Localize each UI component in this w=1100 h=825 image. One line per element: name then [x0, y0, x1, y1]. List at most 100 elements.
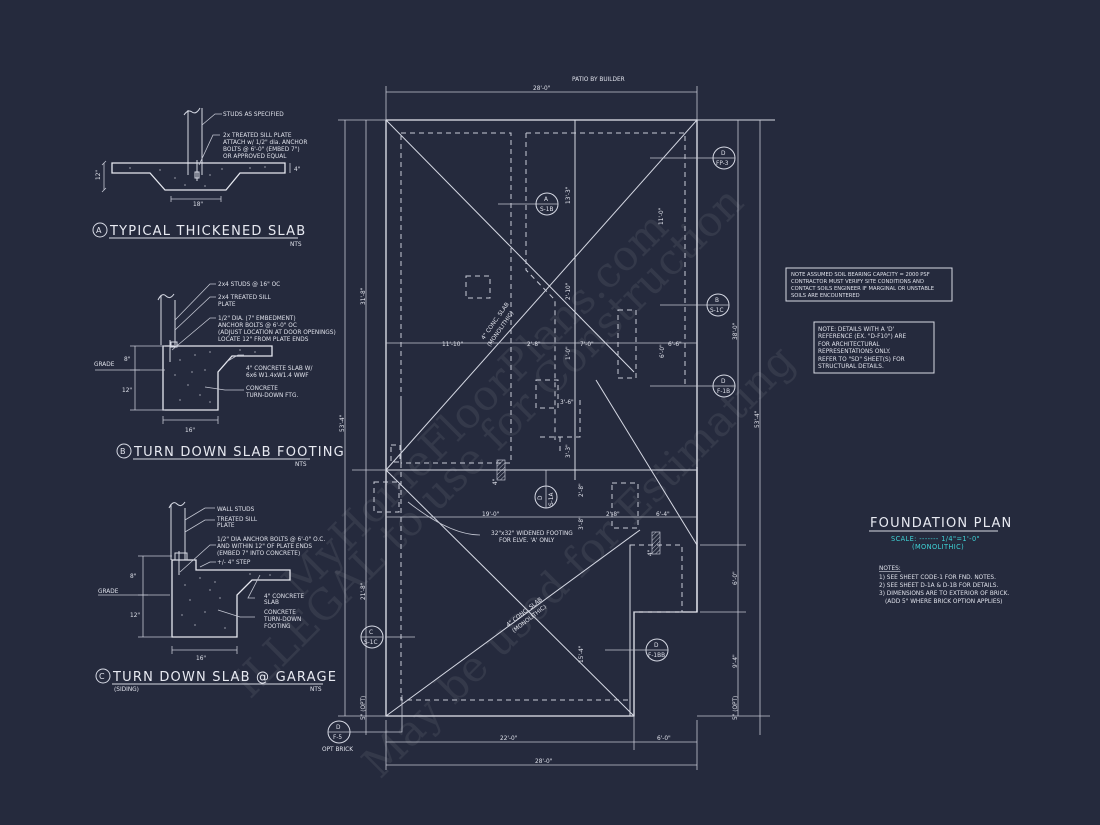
callout-d-s1a[interactable]: D S-1A	[534, 470, 558, 509]
note-line: REFER TO "SD" SHEET(S) FOR	[818, 357, 905, 363]
detail-c-note: WALL STUDS	[217, 507, 255, 513]
detail-a-dim-depth: 12"	[96, 170, 102, 180]
dim-7-0: 7'-0"	[580, 342, 594, 348]
dim-6-0v: 6'-0"	[660, 344, 666, 358]
detail-a-scale: NTS	[290, 242, 302, 248]
dim-2-10: 2'-10"	[566, 282, 572, 300]
detail-b-dim-8: 8"	[124, 357, 131, 363]
callout-letter: B	[715, 298, 719, 304]
dim-11-0: 11'-0"	[659, 207, 665, 225]
detail-b-note: PLATE	[218, 302, 236, 308]
footing-note-1: 32"x32" WIDENED FOOTING	[491, 531, 573, 537]
dim-bottom-left: 22'-0"	[500, 736, 518, 742]
callout-letter: A	[544, 197, 548, 203]
callout-d-f1b[interactable]: D F-1B	[650, 374, 736, 398]
dim-left-total: 53'-4"	[340, 414, 346, 432]
detail-a-typical-thickened-slab: 12" 4" 18" STUDS AS SPECIFIED 2x TREATED…	[92, 107, 307, 248]
dim-13-3: 13'-3"	[566, 186, 572, 204]
detail-c-grade: GRADE	[98, 589, 119, 595]
dim-right-upper: 38'-0"	[733, 322, 739, 340]
detail-a-letter: A	[96, 226, 102, 235]
dim-bottom-right: 6'-0"	[657, 736, 671, 742]
foundation-plan: PATIO BY BUILDER 28'-0" 11'-	[322, 77, 775, 770]
callout-d-f5[interactable]: D F-5 OPT BRICK	[322, 695, 403, 753]
detail-a-dim-slab: 4"	[294, 167, 301, 173]
callout-d-fp3[interactable]: D FP-3	[650, 146, 736, 170]
callout-ref: S-1C	[710, 308, 724, 314]
callout-ref: F-1BB	[648, 653, 665, 659]
detail-b-grade: GRADE	[94, 362, 115, 368]
note-line: REFERENCE (EX. "D-F10") ARE	[818, 334, 907, 340]
dim-top: 28'-0"	[533, 86, 551, 92]
note-line: FOR ARCHITECTURAL	[818, 342, 880, 348]
callout-letter: D	[538, 495, 544, 500]
detail-b-note: 1/2" DIA. (7" EMBEDMENT)	[218, 316, 296, 322]
notes-heading: NOTES:	[879, 566, 901, 572]
detail-b-note: 2x4 TREATED SILL	[218, 295, 272, 301]
dim-2-8c: 2'-8"	[606, 512, 620, 518]
detail-c-note: (EMBED 7" INTO CONCRETE)	[217, 551, 300, 557]
detail-a-note: 2x TREATED SILL PLATE	[223, 133, 292, 139]
title-note: 3) DIMENSIONS ARE TO EXTERIOR OF BRICK.	[879, 591, 1009, 597]
plan-type: (MONOLITHIC)	[912, 543, 964, 551]
callout-ref: F-5	[333, 735, 342, 741]
detail-b-scale: NTS	[295, 462, 307, 468]
watermark: ILLEGAL to use for Construction MyHomeFl…	[222, 177, 804, 787]
dim-6-6: 6'-6"	[668, 342, 682, 348]
hatched-pad	[496, 459, 506, 481]
detail-c-note: PLATE	[217, 523, 235, 529]
detail-a-note: STUDS AS SPECIFIED	[223, 112, 284, 118]
detail-c-dim-16: 16"	[196, 656, 206, 662]
detail-c-note: TURN-DOWN	[263, 617, 301, 623]
title-note: (ADD 5" WHERE BRICK OPTION APPLIES)	[885, 599, 1002, 605]
detail-b-note: 6x6 W1.4xW1.4 WWF	[246, 373, 309, 379]
dim-1-0: 1'-0"	[566, 346, 572, 360]
note-line: STRUCTURAL DETAILS.	[818, 364, 884, 370]
dim-left-lower: 21'-8"	[361, 582, 367, 600]
title-block: FOUNDATION PLAN SCALE: ------- 1/4"=1'-0…	[869, 516, 1011, 605]
detail-b-note: (ADJUST LOCATION AT DOOR OPENINGS)	[218, 330, 336, 336]
callout-letter: D	[336, 725, 341, 731]
detail-c-title: TURN DOWN SLAB @ GARAGE	[112, 670, 337, 685]
detail-b-note: CONCRETE	[246, 386, 278, 392]
detail-c-turn-down-slab-garage: GRADE 8" 12" 16" WALL STUDS TREATED SILL…	[95, 501, 337, 693]
detail-c-note: TREATED SILL	[216, 517, 258, 523]
detail-b-dim-16: 16"	[185, 428, 195, 434]
soil-bearing-note-box: NOTE ASSUMED SOIL BEARING CAPACITY = 200…	[785, 267, 953, 302]
detail-c-note: AND WITHIN 12" OF PLATE ENDS	[217, 544, 312, 550]
callout-letter: D	[721, 151, 726, 157]
detail-c-note: +/- 4" STEP	[217, 560, 251, 566]
callout-ref: S-1A	[549, 493, 555, 506]
detail-c-letter: C	[99, 672, 105, 681]
dim-left-opt: 5" (OPT)	[361, 696, 367, 720]
callout-letter: D	[654, 643, 659, 649]
detail-a-title: TYPICAL THICKENED SLAB	[109, 224, 306, 239]
detail-b-note: 4" CONCRETE SLAB W/	[246, 366, 312, 372]
dim-right-total: 53'-4"	[755, 410, 761, 428]
detail-a-note: ATTACH w/ 1/2" dia. ANCHOR	[223, 140, 307, 146]
callout-b-s1c[interactable]: B S-1C	[660, 293, 730, 317]
dim-2-8a: 2'-8"	[527, 342, 541, 348]
dim-4a: 4"	[493, 478, 499, 485]
detail-a-dim-width: 18"	[193, 202, 203, 208]
dim-right-lower: 9'-4"	[733, 654, 739, 668]
detail-b-title: TURN DOWN SLAB FOOTING	[133, 445, 345, 460]
detail-b-note: ANCHOR BOLTS @ 6'-0" OC	[218, 323, 297, 329]
dim-bottom-total: 28'-0"	[535, 759, 553, 765]
detail-b-note: TURN-DOWN FTG.	[245, 393, 298, 399]
callout-ref: FP-3	[716, 161, 729, 167]
callout-a-s1b[interactable]: A S-1B	[498, 192, 559, 216]
callout-c-s1c[interactable]: C S-1C	[360, 625, 415, 649]
callout-ref: F-1B	[717, 389, 730, 395]
footing-note-2: FOR ELVE. 'A' ONLY	[499, 538, 555, 544]
detail-c-note: 1/2" DIA ANCHOR BOLTS @ 6'-0" O.C.	[217, 537, 325, 543]
d-reference-note-box: NOTE: DETAILS WITH A 'D' REFERENCE (EX. …	[813, 321, 935, 374]
detail-b-note: LOCATE 12" FROM PLATE ENDS	[218, 337, 309, 343]
dim-6-4: 6'-4"	[656, 512, 670, 518]
detail-c-dim-12: 12"	[130, 613, 140, 619]
callout-d-f1bb[interactable]: D F-1BB	[605, 638, 669, 662]
detail-a-note: OR APPROVED EQUAL	[223, 154, 287, 160]
dim-15-4: 15'-4"	[579, 645, 585, 663]
callout-letter: D	[721, 379, 726, 385]
